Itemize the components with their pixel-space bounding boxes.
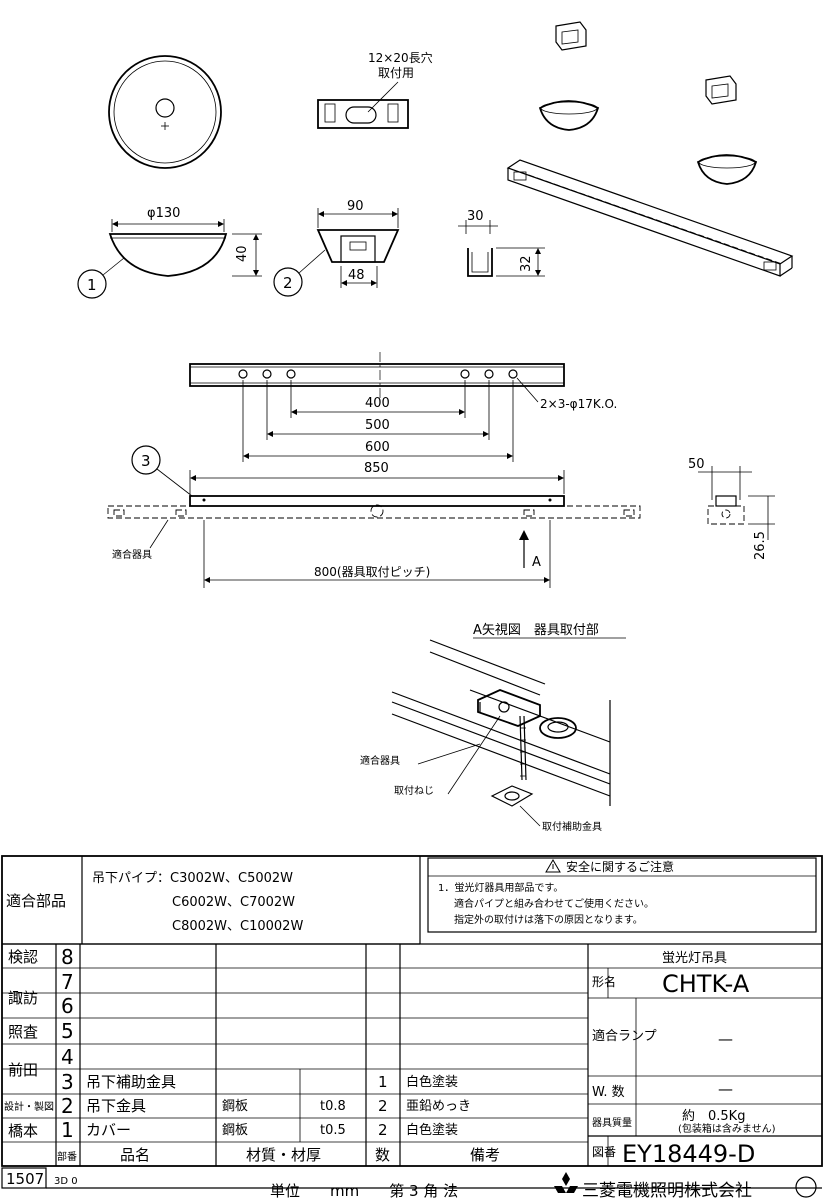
callout-circle-3 bbox=[131, 445, 161, 475]
safety-line-2: 適合パイプと組み合わせてご使用ください。 bbox=[454, 897, 654, 910]
mass-value: 約 0.5Kg bbox=[682, 1109, 745, 1124]
dim-50: 50 bbox=[688, 457, 705, 472]
part-qty-2: 2 bbox=[378, 1097, 388, 1115]
dim-slot: 12×20長穴 bbox=[368, 50, 433, 65]
rev-label-6: 設計・製図 bbox=[4, 1100, 54, 1113]
view-title: A矢視図 器具取付部 bbox=[473, 623, 599, 638]
drawing-number: EY18449-D bbox=[622, 1140, 755, 1168]
watt-label: W. 数 bbox=[592, 1085, 625, 1100]
dim-slot-use: 取付用 bbox=[378, 66, 414, 80]
dim-phi130: φ130 bbox=[147, 206, 180, 221]
warning-icon bbox=[545, 859, 561, 873]
safety-title: 安全に関するご注意 bbox=[566, 859, 674, 874]
dim-400: 400 bbox=[365, 396, 390, 411]
rev-no-6: 2 bbox=[61, 1094, 74, 1118]
callout-3: 3 bbox=[141, 452, 151, 470]
callout-circle-2 bbox=[273, 267, 303, 297]
label-fixture-2: 適合器具 bbox=[360, 754, 400, 767]
part-name-2: 吊下金具 bbox=[86, 1097, 146, 1115]
rev-label-1: 諏訪 bbox=[8, 989, 38, 1007]
header-part-no: 部番 bbox=[57, 1150, 77, 1163]
dim-850: 850 bbox=[364, 461, 389, 476]
product-name: 蛍光灯吊具 bbox=[662, 951, 727, 966]
header-qty: 数 bbox=[375, 1146, 390, 1164]
rev-no-5: 3 bbox=[61, 1070, 74, 1094]
header-name: 品名 bbox=[120, 1146, 150, 1164]
dim-600: 600 bbox=[365, 440, 390, 455]
label-screw: 取付ねじ bbox=[394, 784, 434, 797]
dwg-label: 図番 bbox=[592, 1145, 616, 1159]
part-name-3: 吊下補助金具 bbox=[86, 1073, 176, 1091]
label-fixture-1: 適合器具 bbox=[112, 548, 152, 561]
cover-plan-view bbox=[108, 55, 222, 169]
part-note-1: 白色塗装 bbox=[406, 1122, 458, 1138]
bracket-plan-view: 12×20長穴 取付用 bbox=[317, 50, 433, 129]
rev-no-2: 6 bbox=[61, 994, 74, 1018]
callout-2: 2 bbox=[283, 274, 293, 292]
stamp-circle bbox=[795, 1176, 817, 1198]
safety-line-3: 指定外の取付けは落下の原因となります。 bbox=[454, 913, 643, 926]
mass-label: 器具質量 bbox=[592, 1116, 632, 1129]
dim-26-5: 26.5 bbox=[753, 531, 768, 560]
channel-plan-view: 400 500 600 2×3-φ17K.O. bbox=[189, 352, 617, 462]
exploded-isometric bbox=[506, 21, 794, 277]
compat-line-3: C8002W、C10002W bbox=[172, 919, 303, 934]
lamp-value: — bbox=[718, 1030, 733, 1048]
detail-view-a: A矢視図 器具取付部 適合器具 取付ねじ 取付補助金具 bbox=[360, 623, 626, 833]
lamp-label: 適合ランプ bbox=[592, 1028, 657, 1044]
channel-section-view: 30 32 bbox=[458, 209, 545, 277]
dim-holes: 2×3-φ17K.O. bbox=[540, 397, 617, 411]
dim-48: 48 bbox=[348, 268, 365, 283]
footer-company: 三菱電機照明株式会社 bbox=[582, 1181, 752, 1200]
dim-40: 40 bbox=[235, 245, 250, 262]
part-qty-1: 2 bbox=[378, 1121, 388, 1139]
mass-note: (包装箱は含みません) bbox=[678, 1122, 776, 1135]
rev-no-3: 5 bbox=[61, 1019, 74, 1043]
header-material: 材質・材厚 bbox=[246, 1146, 321, 1164]
rev-label-3: 照査 bbox=[8, 1023, 38, 1041]
callout-1: 1 bbox=[87, 276, 97, 294]
model-number: CHTK-A bbox=[662, 970, 750, 998]
arrow-a: A bbox=[532, 555, 541, 570]
compat-line-2: C6002W、C7002W bbox=[172, 895, 295, 910]
label-aux-bracket: 取付補助金具 bbox=[542, 820, 602, 833]
bracket-side-view: 90 48 2 bbox=[273, 199, 400, 297]
dim-500: 500 bbox=[365, 418, 390, 433]
part-qty-3: 1 bbox=[378, 1073, 388, 1091]
part-thk-2: t0.8 bbox=[320, 1099, 346, 1114]
part-name-1: カバー bbox=[86, 1121, 131, 1139]
compat-line-1: 吊下パイプ：C3002W、C5002W bbox=[92, 871, 293, 886]
rev-label-5: 前田 bbox=[8, 1061, 38, 1079]
footer-code: 1507 bbox=[6, 1170, 44, 1188]
safety-line-1: 1．蛍光灯器具用部品です。 bbox=[438, 881, 563, 894]
dim-90: 90 bbox=[347, 199, 364, 214]
dim-pitch: 800(器具取付ピッチ) bbox=[314, 565, 430, 579]
part-thk-1: t0.5 bbox=[320, 1123, 346, 1138]
channel-front-view: 850 3 適合器具 800(器具取付ピッチ) A bbox=[107, 445, 641, 588]
footer-sub: 3D 0 bbox=[54, 1176, 78, 1187]
part-mat-2: 鋼板 bbox=[222, 1099, 248, 1114]
title-block bbox=[1, 855, 823, 1189]
rev-no-4: 4 bbox=[61, 1045, 74, 1069]
rev-no-1: 7 bbox=[61, 970, 74, 994]
watt-value: — bbox=[718, 1080, 733, 1098]
part-note-3: 白色塗装 bbox=[406, 1074, 458, 1090]
dim-32: 32 bbox=[519, 255, 534, 272]
callout-circle-1 bbox=[77, 269, 107, 299]
footer-unit: 単位 mm 第 3 角 法 bbox=[270, 1182, 458, 1200]
rev-label-0: 検認 bbox=[8, 948, 38, 966]
channel-end-view: 50 26.5 bbox=[688, 457, 775, 560]
part-mat-1: 鋼板 bbox=[222, 1123, 248, 1138]
rev-label-7: 橋本 bbox=[8, 1122, 38, 1140]
rev-no-7: 1 bbox=[61, 1118, 74, 1142]
part-note-2: 亜鉛めっき bbox=[406, 1099, 471, 1114]
compat-label: 適合部品 bbox=[6, 892, 66, 910]
model-label: 形名 bbox=[592, 974, 616, 989]
dim-30: 30 bbox=[467, 209, 484, 224]
rev-no-0: 8 bbox=[61, 945, 74, 969]
header-note: 備考 bbox=[470, 1146, 500, 1164]
mitsubishi-logo-icon bbox=[554, 1172, 578, 1193]
cover-side-view: φ130 40 1 bbox=[77, 206, 262, 299]
